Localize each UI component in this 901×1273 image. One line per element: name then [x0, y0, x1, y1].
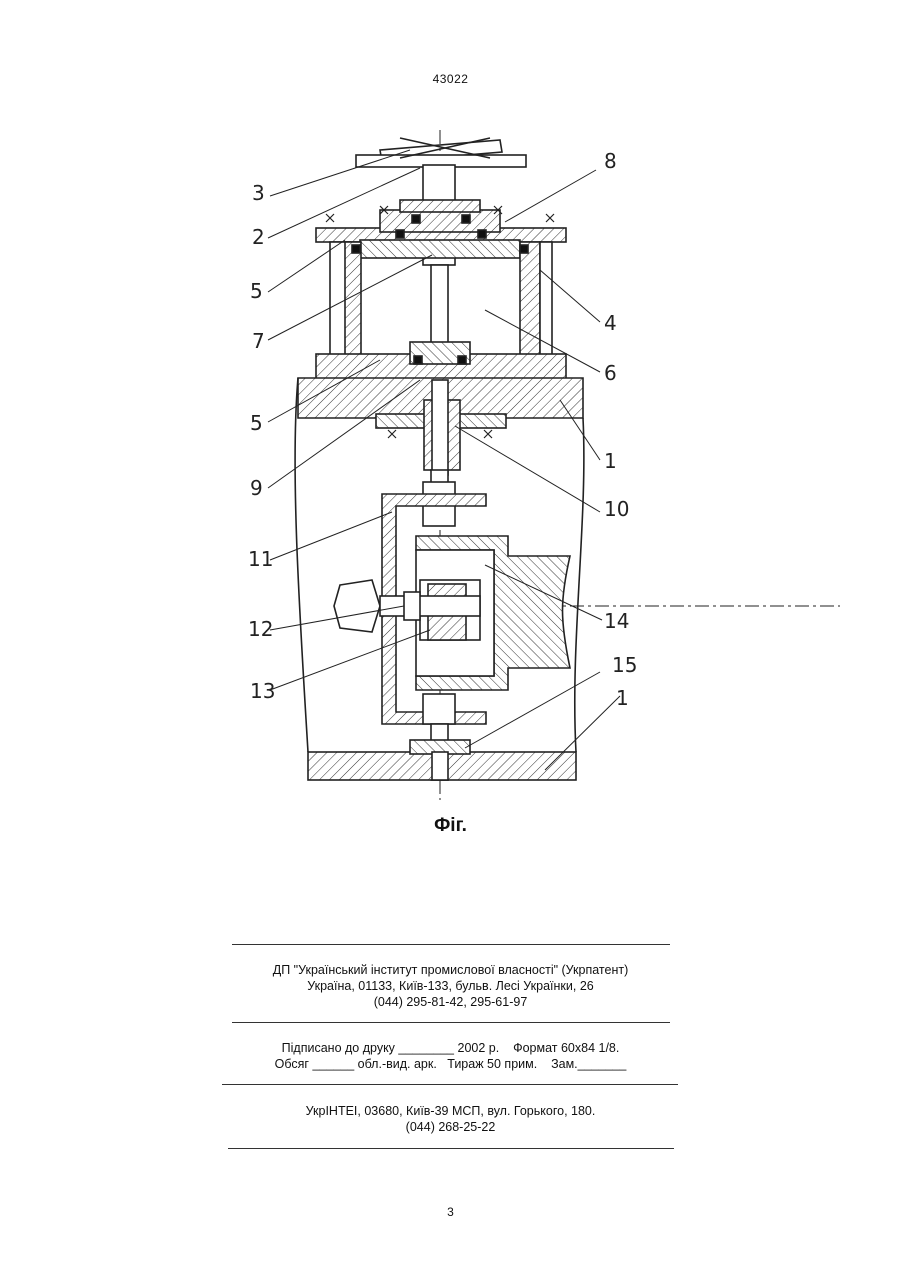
callout-3: 3 — [252, 181, 265, 205]
printer-address: УкрІНТЕІ, 03680, Київ-39 МСП, вул. Горьк… — [0, 1103, 901, 1119]
callout-1a: 1 — [604, 449, 617, 473]
mechanism-outline — [268, 130, 840, 800]
divider — [232, 944, 670, 945]
publisher-phone: (044) 295-81-42, 295-61-97 — [0, 994, 901, 1010]
callout-10: 10 — [604, 497, 629, 521]
callout-8: 8 — [604, 149, 617, 173]
publisher-address: Україна, 01133, Київ-133, бульв. Лесі Ук… — [0, 978, 901, 994]
print-signed: Підписано до друку ________ 2002 р. Форм… — [0, 1040, 901, 1056]
callout-15: 15 — [612, 653, 637, 677]
divider — [232, 1022, 670, 1023]
callout-11: 11 — [248, 547, 273, 571]
publisher-name: ДП "Український інститут промислової вла… — [0, 962, 901, 978]
technical-drawing: 3 2 5 7 5 9 11 12 13 8 4 6 1 10 14 15 1 — [0, 0, 901, 810]
callout-4: 4 — [604, 311, 617, 335]
publisher-block: ДП "Український інститут промислової вла… — [0, 962, 901, 1010]
print-info-block: Підписано до друку ________ 2002 р. Форм… — [0, 1040, 901, 1072]
callout-14: 14 — [604, 609, 629, 633]
callout-7: 7 — [252, 329, 265, 353]
divider — [222, 1084, 678, 1085]
callout-2: 2 — [252, 225, 265, 249]
figure-caption: Фіг. — [0, 815, 901, 837]
divider — [228, 1148, 674, 1149]
callout-9: 9 — [250, 476, 263, 500]
callout-12: 12 — [248, 617, 273, 641]
page-number: 3 — [0, 1205, 901, 1219]
callout-1b: 1 — [616, 686, 629, 710]
print-volume: Обсяг ______ обл.-вид. арк. Тираж 50 при… — [0, 1056, 901, 1072]
callout-5a: 5 — [250, 279, 263, 303]
printer-phone: (044) 268-25-22 — [0, 1119, 901, 1135]
callout-13: 13 — [250, 679, 275, 703]
callout-5b: 5 — [250, 411, 263, 435]
callout-6: 6 — [604, 361, 617, 385]
printer-block: УкрІНТЕІ, 03680, Київ-39 МСП, вул. Горьк… — [0, 1103, 901, 1135]
